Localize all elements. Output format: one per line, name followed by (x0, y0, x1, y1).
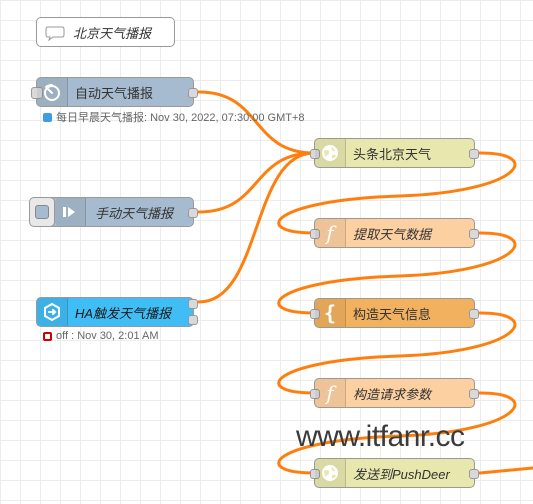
timer-icon (37, 78, 68, 106)
function-node-extract[interactable]: f 提取天气数据 (310, 218, 479, 248)
home-assistant-icon (37, 298, 68, 326)
speech-bubble-icon (45, 25, 65, 46)
http-request-label: 头条北京天气 (353, 146, 432, 162)
http-request-label-pushdeer: 发送到PushDeer (353, 466, 450, 482)
inject-label-auto: 自动天气播报 (75, 85, 154, 101)
output-port[interactable] (469, 469, 479, 479)
output-port-2[interactable] (188, 315, 198, 325)
braces-icon: { (315, 299, 346, 327)
input-port[interactable] (310, 309, 320, 319)
input-port[interactable] (310, 469, 320, 479)
status-auto: 每日早晨天气播报: Nov 30, 2022, 07:30:00 GMT+8 (43, 109, 305, 125)
function-icon: f (315, 379, 346, 407)
input-port[interactable] (310, 229, 320, 239)
comment-node[interactable]: 北京天气播报 (36, 17, 175, 47)
inject-button[interactable] (31, 87, 43, 99)
wire-manual-to-headline[interactable] (197, 151, 316, 214)
http-request-node-pushdeer[interactable]: 发送到PushDeer (310, 458, 479, 488)
function-icon: f (315, 219, 346, 247)
wire-send-out[interactable] (478, 466, 533, 475)
output-port[interactable] (469, 389, 479, 399)
status-dot-red-ring (43, 331, 52, 341)
status-ha: off : Nov 30, 2:01 AM (43, 330, 159, 342)
status-text: off : Nov 30, 2:01 AM (56, 330, 159, 342)
inject-node-auto[interactable]: 自动天气播报 (31, 77, 198, 107)
wire-ha-to-headline[interactable] (197, 151, 316, 304)
output-port-1[interactable] (188, 299, 198, 309)
template-node[interactable]: { 构造天气信息 (310, 298, 479, 328)
button-node-manual[interactable]: 手动天气播报 (29, 197, 198, 227)
ha-trigger-node[interactable]: HA触发天气播报 (36, 297, 198, 327)
output-port[interactable] (188, 208, 198, 218)
function-label-request: 构造请求参数 (353, 386, 432, 402)
status-text: 每日早晨天气播报: Nov 30, 2022, 07:30:00 GMT+8 (56, 112, 305, 124)
comment-label: 北京天气播报 (73, 25, 152, 41)
http-request-node[interactable]: 头条北京天气 (310, 138, 479, 168)
input-port[interactable] (310, 389, 320, 399)
dashboard-button[interactable] (29, 197, 55, 227)
template-label: 构造天气信息 (353, 306, 432, 322)
watermark-text: www.itfanr.cc (296, 420, 465, 453)
output-port[interactable] (469, 229, 479, 239)
status-dot-blue (43, 112, 52, 122)
ha-trigger-label: HA触发天气播报 (75, 305, 172, 321)
output-port[interactable] (469, 309, 479, 319)
function-label-extract: 提取天气数据 (353, 226, 432, 242)
function-node-request[interactable]: f 构造请求参数 (310, 378, 479, 408)
globe-icon (315, 139, 346, 167)
output-port[interactable] (469, 149, 479, 159)
output-port[interactable] (188, 88, 198, 98)
button-label-manual: 手动天气播报 (95, 205, 174, 221)
arrow-right-icon (55, 198, 86, 226)
globe-icon (315, 459, 346, 487)
input-port[interactable] (310, 149, 320, 159)
